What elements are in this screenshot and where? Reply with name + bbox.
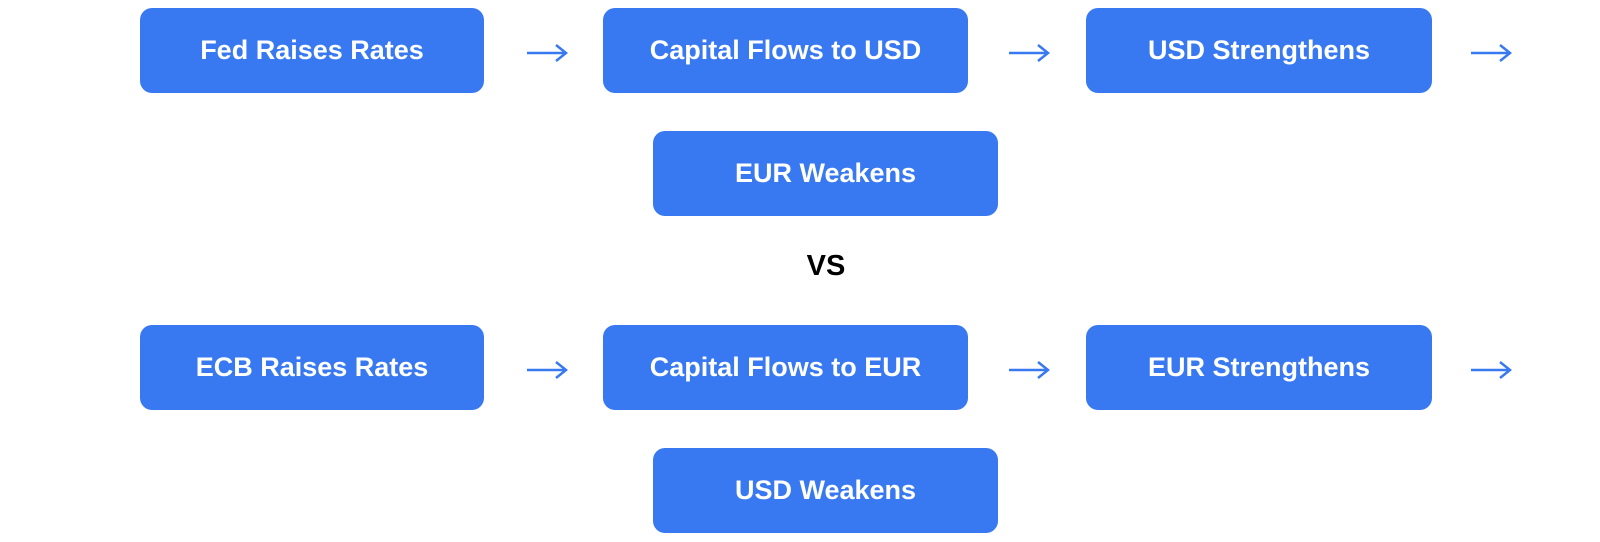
right-arrow-icon bbox=[1007, 42, 1051, 64]
flow-usd-step3-label: USD Strengthens bbox=[1147, 35, 1371, 65]
flow-eur-result-label: USD Weakens bbox=[734, 475, 917, 505]
flow-usd-step1-box: Fed Raises Rates bbox=[140, 8, 484, 93]
vs-separator: VS bbox=[806, 250, 846, 282]
flow-eur-step2-box: Capital Flows to EUR bbox=[603, 325, 968, 410]
right-arrow-icon bbox=[1007, 359, 1051, 381]
right-arrow-icon bbox=[1469, 42, 1513, 64]
right-arrow-icon bbox=[525, 42, 569, 64]
flow-usd-step3-box: USD Strengthens bbox=[1086, 8, 1432, 93]
flow-usd-step2-box: Capital Flows to USD bbox=[603, 8, 968, 93]
flow-eur-step1-box: ECB Raises Rates bbox=[140, 325, 484, 410]
right-arrow-icon bbox=[1469, 359, 1513, 381]
flow-eur-step1-label: ECB Raises Rates bbox=[195, 352, 429, 382]
flow-usd-step2-label: Capital Flows to USD bbox=[649, 35, 922, 65]
flow-usd-step1-label: Fed Raises Rates bbox=[200, 35, 424, 65]
flow-usd-result-box: EUR Weakens bbox=[653, 131, 998, 216]
flow-usd-result-label: EUR Weakens bbox=[734, 158, 917, 188]
flow-eur-result-box: USD Weakens bbox=[653, 448, 998, 533]
flow-eur-step3-label: EUR Strengthens bbox=[1147, 352, 1371, 382]
right-arrow-icon bbox=[525, 359, 569, 381]
flow-eur-step2-label: Capital Flows to EUR bbox=[649, 352, 922, 382]
flow-eur-step3-box: EUR Strengthens bbox=[1086, 325, 1432, 410]
